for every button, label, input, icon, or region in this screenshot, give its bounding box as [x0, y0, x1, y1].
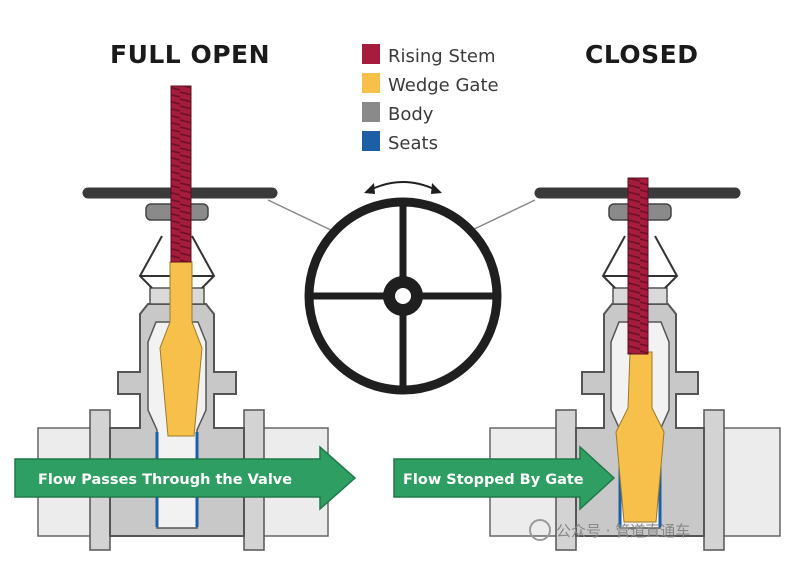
legend-swatch-rising-stem — [362, 44, 380, 64]
flow-arrow-shape-right — [393, 445, 616, 511]
flow-arrow-left: Flow Passes Through the Valve — [14, 445, 357, 511]
watermark-text: 公众号 · 管道直通车 — [556, 522, 690, 540]
legend-item-rising-stem: Rising Stem — [362, 44, 496, 67]
legend-label-seats: Seats — [388, 133, 438, 154]
legend-swatch-body — [362, 102, 380, 122]
legend-item-seats: Seats — [362, 131, 438, 154]
wedge-gate-right — [615, 351, 665, 523]
legend-label-rising-stem: Rising Stem — [388, 46, 496, 67]
legend-item-wedge-gate: Wedge Gate — [362, 73, 499, 96]
flange-right-outlet — [703, 409, 725, 551]
flow-arrow-label-right: Flow Stopped By Gate — [403, 472, 584, 488]
watermark: 公众号 · 管道直通车 — [529, 519, 690, 541]
rotation-arrow-icon — [364, 181, 442, 194]
wechat-icon — [529, 519, 551, 541]
title-full-open: FULL OPEN — [110, 40, 270, 69]
valve-full-open: Flow Passes Through the Valve — [14, 85, 357, 551]
legend-item-body: Body — [362, 102, 434, 125]
flow-arrow-label-left: Flow Passes Through the Valve — [38, 472, 292, 488]
legend-swatch-seats — [362, 131, 380, 151]
flow-arrow-right: Flow Stopped By Gate — [393, 445, 616, 511]
wedge-gate-left — [159, 261, 203, 437]
rising-stem-right — [627, 177, 649, 355]
legend-swatch-wedge-gate — [362, 73, 380, 93]
callout-line-right — [467, 199, 536, 233]
rising-stem-left — [170, 85, 192, 263]
title-closed: CLOSED — [585, 40, 698, 69]
handwheel-detail — [267, 181, 536, 395]
flow-arrow-shape-left — [14, 445, 357, 511]
callout-line-left — [267, 199, 336, 233]
valve-closed: Flow Stopped By Gate — [393, 177, 781, 551]
handwheel-hub-hole — [395, 288, 411, 304]
legend-label-wedge-gate: Wedge Gate — [388, 75, 499, 96]
legend-label-body: Body — [388, 104, 434, 125]
legend: Rising Stem Wedge Gate Body Seats — [362, 44, 499, 154]
